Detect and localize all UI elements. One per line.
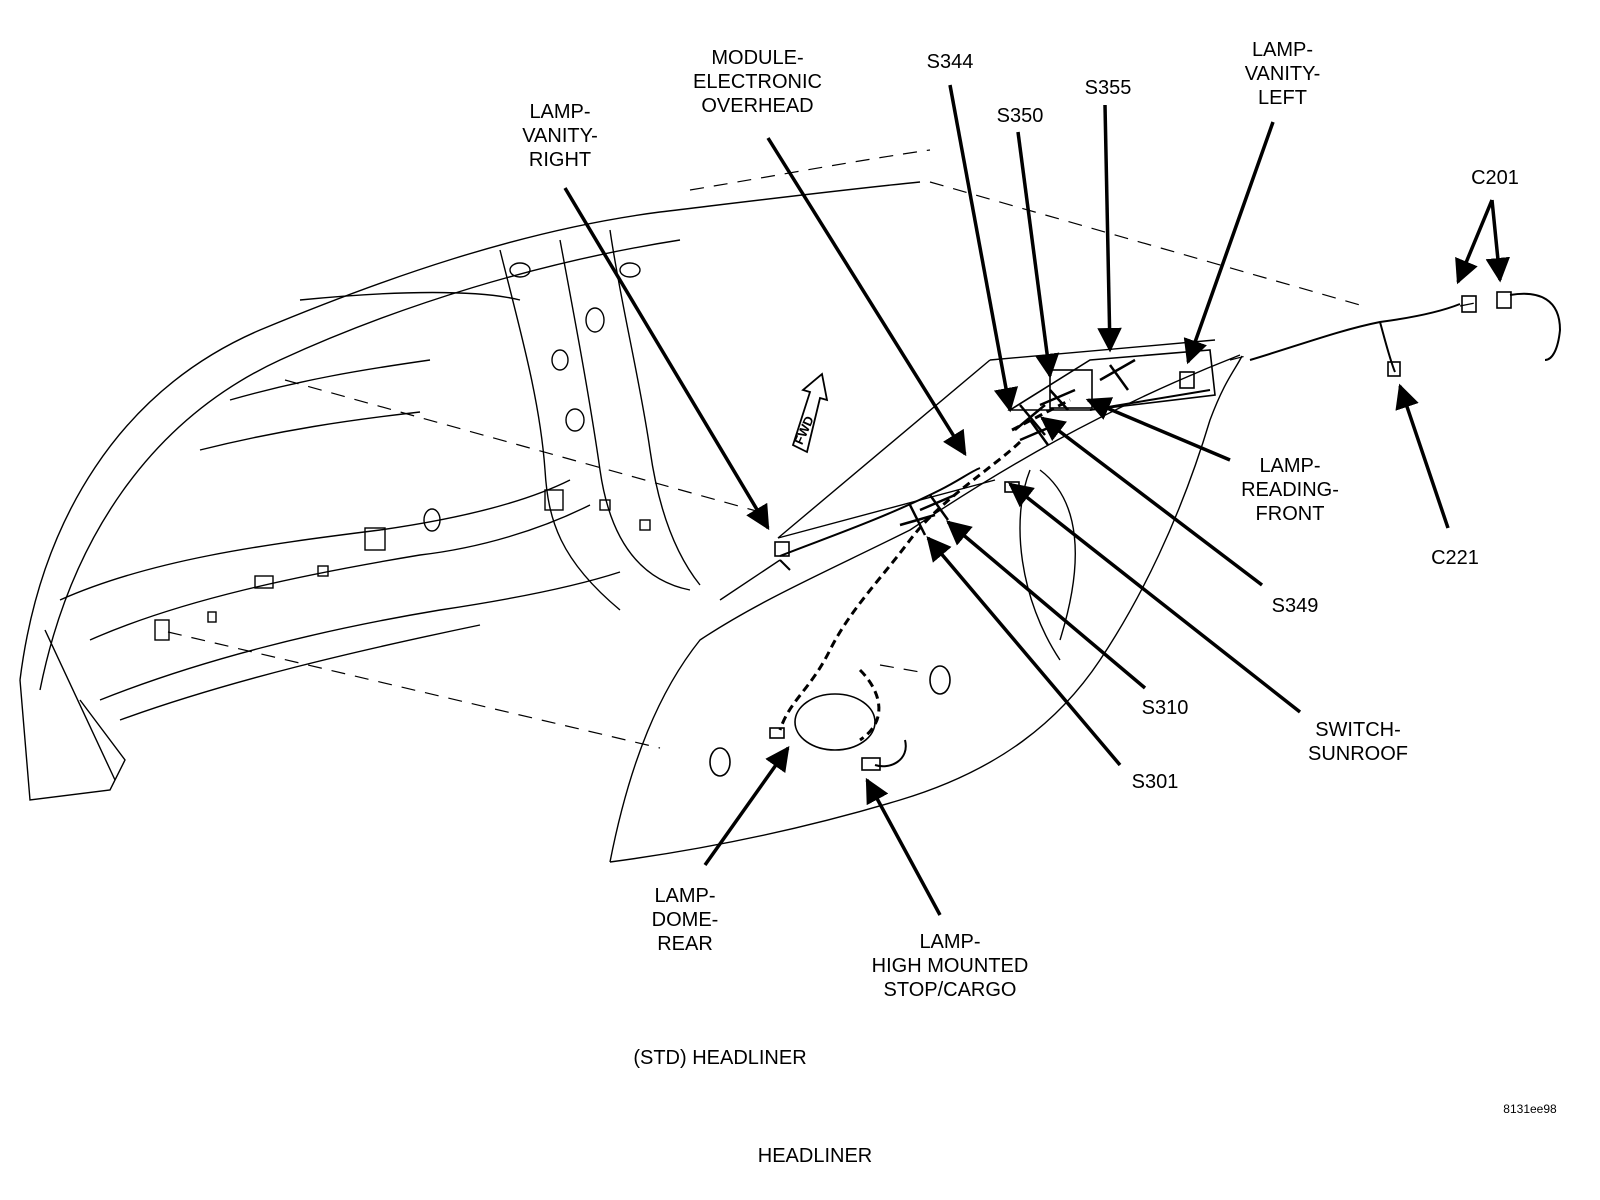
- arrow-c221: [1395, 383, 1450, 529]
- arrow-lamp-reading-front: [1085, 397, 1231, 462]
- arrow-module-overhead: [766, 137, 967, 457]
- arrow-lamp-high-mounted: [865, 777, 942, 916]
- connector-c221: [1387, 361, 1401, 377]
- components: [709, 291, 1512, 777]
- label-s301: S301: [1131, 771, 1179, 793]
- connector-c201-a: [1461, 295, 1477, 313]
- label-lamp-vanity-right: LAMP- VANITY- RIGHT: [522, 101, 598, 171]
- arrow-s350: [1016, 131, 1060, 379]
- arrow-switch-sunroof: [1008, 482, 1302, 714]
- label-lamp-high-mounted-stop-cargo: LAMP- HIGH MOUNTED STOP/CARGO: [871, 931, 1029, 1001]
- splice-x-s301: [899, 504, 936, 536]
- splice-x-s310: [919, 493, 956, 521]
- leader-arrows: [563, 84, 1510, 916]
- cargo-lamp-connector: [861, 757, 881, 771]
- dome-lamp-body: [794, 693, 876, 751]
- label-c201: C201: [1471, 167, 1519, 189]
- arrow-lamp-vanity-left: [1183, 121, 1275, 365]
- label-lamp-reading-front: LAMP- READING- FRONT: [1241, 455, 1339, 525]
- diagram-caption: (STD) HEADLINER: [633, 1047, 807, 1069]
- footer-title: HEADLINER: [757, 1145, 873, 1167]
- arrow-c201-a: [1455, 199, 1494, 285]
- vanity-lamp-right-connector: [774, 541, 790, 557]
- connector-c201-b: [1496, 291, 1512, 309]
- reading-lamp-housing: [1049, 369, 1093, 409]
- arrow-s355: [1097, 104, 1122, 353]
- fwd-arrow-icon: FWD: [791, 372, 829, 454]
- splice-marks: [899, 358, 1136, 536]
- label-c221: C221: [1431, 547, 1479, 569]
- dome-lamp-connector: [769, 727, 785, 739]
- splice-x-s350: [1039, 388, 1076, 411]
- arrow-s344: [948, 84, 1019, 413]
- label-s349: S349: [1271, 595, 1319, 617]
- arrow-s310: [946, 520, 1147, 690]
- label-switch-sunroof: SWITCH- SUNROOF: [1308, 719, 1408, 765]
- label-s344: S344: [926, 51, 974, 73]
- label-s310: S310: [1141, 697, 1189, 719]
- dashed-reference-lines: [167, 149, 1481, 749]
- label-s350: S350: [996, 105, 1044, 127]
- body-structure-drawing: [19, 181, 921, 801]
- splice-x-s355: [1099, 358, 1136, 391]
- vanity-lamp-left: [1179, 371, 1195, 389]
- arrow-s301: [926, 536, 1122, 767]
- wiring-harness: [778, 398, 1071, 742]
- label-lamp-vanity-left: LAMP- VANITY- LEFT: [1244, 39, 1321, 109]
- label-lamp-dome-rear: LAMP- DOME- REAR: [651, 885, 719, 955]
- figure-id: 8131ee98: [1503, 1102, 1557, 1116]
- arrow-lamp-vanity-right: [563, 187, 770, 531]
- arrow-s349: [1040, 416, 1264, 587]
- label-module-electronic-overhead: MODULE- ELECTRONIC OVERHEAD: [693, 47, 822, 117]
- arrow-c201-b: [1485, 199, 1510, 283]
- arrow-lamp-dome-rear: [703, 746, 790, 867]
- label-s355: S355: [1084, 77, 1132, 99]
